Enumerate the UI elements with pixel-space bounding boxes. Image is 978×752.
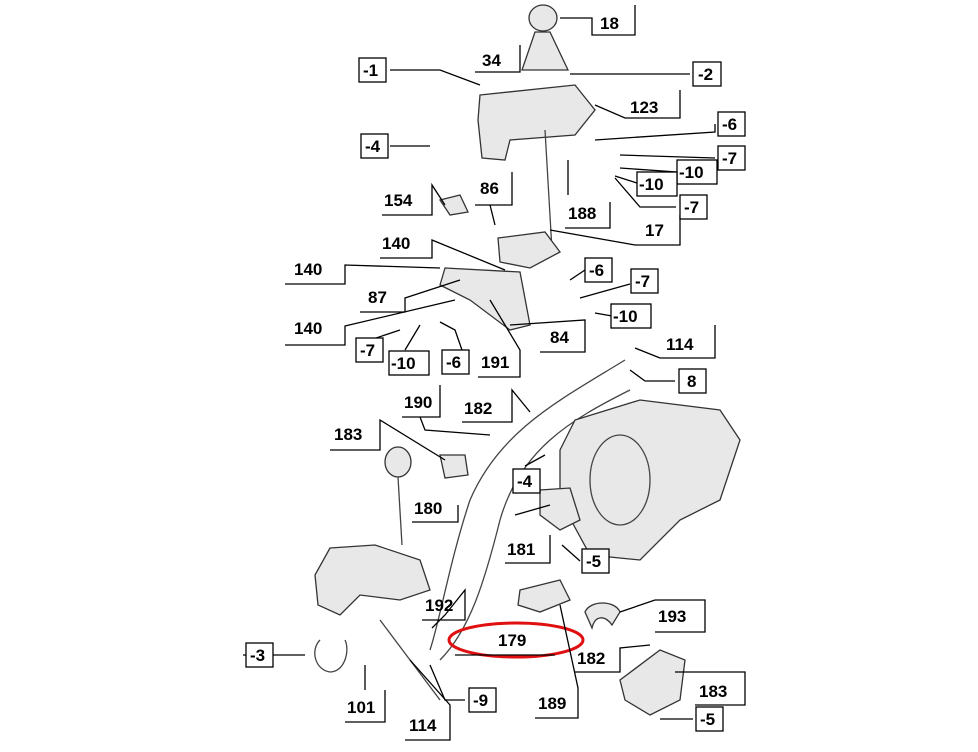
label-101: 101 bbox=[347, 698, 375, 717]
highlight-ellipse bbox=[447, 621, 585, 659]
label-18: 18 bbox=[600, 14, 619, 33]
label-minus-6: -6 bbox=[446, 353, 461, 372]
shifter-housing bbox=[314, 544, 431, 616]
label-140: 140 bbox=[294, 319, 322, 338]
shift-boot bbox=[521, 31, 570, 71]
bracket-183-lower bbox=[619, 649, 686, 716]
upper-bracket bbox=[477, 84, 596, 161]
label-minus-10: -10 bbox=[679, 163, 704, 182]
label-180: 180 bbox=[414, 499, 442, 518]
label-17: 17 bbox=[645, 221, 664, 240]
label-minus-1: -1 bbox=[363, 61, 378, 80]
label-193: 193 bbox=[658, 607, 686, 626]
label-181: 181 bbox=[507, 540, 535, 559]
label-114: 114 bbox=[409, 716, 437, 735]
label-154: 154 bbox=[384, 191, 413, 210]
label-minus-4: -4 bbox=[365, 137, 381, 156]
label-183: 183 bbox=[699, 682, 727, 701]
parts-artwork bbox=[314, 4, 741, 716]
bracket-189 bbox=[517, 579, 571, 613]
label-140: 140 bbox=[294, 260, 322, 279]
label-179: 179 bbox=[498, 631, 526, 650]
label-84: 84 bbox=[550, 328, 569, 347]
label-minus-7: -7 bbox=[635, 272, 650, 291]
linkage-lever bbox=[439, 267, 531, 331]
label-183: 183 bbox=[334, 425, 362, 444]
label-minus-10: -10 bbox=[613, 307, 638, 326]
label-190: 190 bbox=[404, 393, 432, 412]
shift-cable-2 bbox=[439, 389, 631, 661]
label-8: 8 bbox=[687, 372, 696, 391]
label-114: 114 bbox=[666, 335, 694, 354]
label-34: 34 bbox=[482, 51, 501, 70]
shift-cable-1 bbox=[429, 359, 626, 651]
mid-bracket bbox=[497, 231, 561, 269]
lower-lever bbox=[397, 476, 403, 546]
label-182: 182 bbox=[577, 649, 605, 668]
clamp-193 bbox=[584, 602, 621, 631]
label-87: 87 bbox=[368, 288, 387, 307]
label-188: 188 bbox=[568, 204, 596, 223]
bracket-183-upper bbox=[439, 454, 469, 479]
label-189: 189 bbox=[538, 694, 566, 713]
part-labels: 18 34 -1 -2 123 -6 -4 -7 -10 -10 154 86 … bbox=[250, 14, 737, 735]
label-182: 182 bbox=[464, 399, 492, 418]
shift-knob-top bbox=[528, 4, 558, 32]
label-192: 192 bbox=[425, 596, 453, 615]
label-minus-5: -5 bbox=[700, 710, 715, 729]
label-minus-7: -7 bbox=[684, 198, 699, 217]
pin-154 bbox=[438, 194, 469, 216]
label-minus-2: -2 bbox=[698, 65, 713, 84]
label-minus-7: -7 bbox=[722, 149, 737, 168]
bracket-181 bbox=[539, 487, 581, 531]
label-86: 86 bbox=[480, 179, 499, 198]
label-minus-4: -4 bbox=[517, 472, 533, 491]
transmission-bell bbox=[589, 434, 651, 526]
label-191: 191 bbox=[481, 353, 509, 372]
label-minus-9: -9 bbox=[473, 691, 488, 710]
label-minus-10: -10 bbox=[391, 354, 416, 373]
label-140: 140 bbox=[382, 234, 410, 253]
label-minus-6: -6 bbox=[722, 115, 737, 134]
label-minus-5: -5 bbox=[586, 552, 601, 571]
label-boxes bbox=[245, 57, 746, 732]
label-minus-7: -7 bbox=[360, 341, 375, 360]
label-123: 123 bbox=[630, 98, 658, 117]
lower-knob bbox=[384, 446, 412, 478]
cable-end-101 bbox=[314, 639, 348, 673]
label-minus-10: -10 bbox=[639, 175, 664, 194]
leader-lines bbox=[243, 5, 746, 741]
label-minus-6: -6 bbox=[589, 261, 604, 280]
label-minus-3: -3 bbox=[250, 646, 265, 665]
shift-rod bbox=[544, 129, 553, 251]
